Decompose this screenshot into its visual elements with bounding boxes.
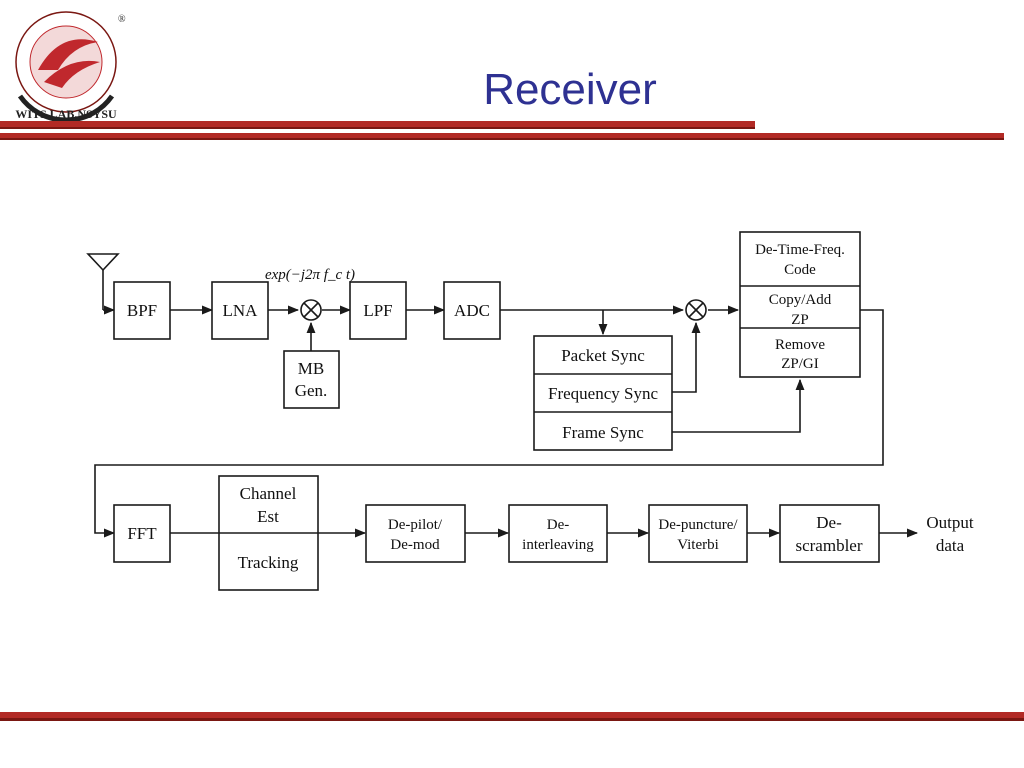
mb-gen-label-1: MB [298,359,324,378]
mb-gen-label-2: Gen. [295,381,328,400]
footer-rule [0,712,1024,721]
bpf-block [113,281,171,340]
copy-add-label-1: Copy/Add [769,292,832,308]
depuncture-label-1: De-puncture/ [658,517,738,533]
descramble-label-1: De- [816,513,842,532]
logo-outer-ring [15,11,117,113]
descramble-block [779,504,880,563]
de-time-freq-label-1: De-Time-Freq. [755,242,845,258]
logo-text: WITS LAB.NSYSU [15,107,117,121]
mixer-icon [300,299,322,321]
conn-framesync-removezp [672,378,805,433]
output-label-2: data [936,536,965,555]
mixer-2-icon [685,299,707,321]
conn-deproc-fft [94,309,884,538]
deinterleave-block [508,504,608,563]
lpf-label: LPF [363,301,392,320]
deinterleave-label-2: interleaving [522,537,594,553]
depuncture-label-2: Viterbi [677,537,719,553]
channel-block [218,475,319,591]
descramble-label-2: scrambler [795,536,862,555]
lpf-block [349,281,407,340]
fft-label: FFT [127,524,157,543]
depuncture-block [648,504,748,563]
frame-sync-label: Frame Sync [562,423,644,442]
deinterleave-label-1: De- [547,517,570,533]
header-rule [0,121,1004,140]
bpf-label: BPF [127,301,157,320]
logo-wing-upper [38,39,98,70]
wits-lab-logo: ® WITS LAB.NSYSU [15,11,126,123]
deproc-block [739,231,861,378]
depilot-label-1: De-pilot/ [388,517,443,533]
frequency-sync-label: Frequency Sync [548,384,658,403]
lna-label: LNA [223,301,259,320]
depilot-block [365,504,466,563]
remove-zp-label-2: ZP/GI [781,356,819,372]
logo-registered-mark: ® [118,14,126,25]
tracking-label: Tracking [238,553,299,572]
output-label-1: Output [926,513,974,532]
channel-est-label-1: Channel [240,484,297,503]
adc-label: ADC [454,301,490,320]
mb-gen-block [283,350,340,409]
logo-lower-arc [17,94,115,123]
lna-block [211,281,269,340]
adc-block [443,281,501,340]
de-time-freq-label-2: Code [784,262,816,278]
channel-est-label-2: Est [257,507,279,526]
remove-zp-label-1: Remove [775,337,825,353]
sync-block [533,335,673,451]
depilot-label-2: De-mod [390,537,440,553]
antenna-icon [86,253,120,310]
logo-wing-lower [44,60,100,88]
oscillator-label: exp(−j2π f_c t) [265,267,355,283]
conn-freqsync-mixer2 [672,321,701,393]
packet-sync-label: Packet Sync [561,346,645,365]
slide-title: Receiver [483,65,657,114]
fft-block [113,504,171,563]
copy-add-label-2: ZP [791,312,809,328]
